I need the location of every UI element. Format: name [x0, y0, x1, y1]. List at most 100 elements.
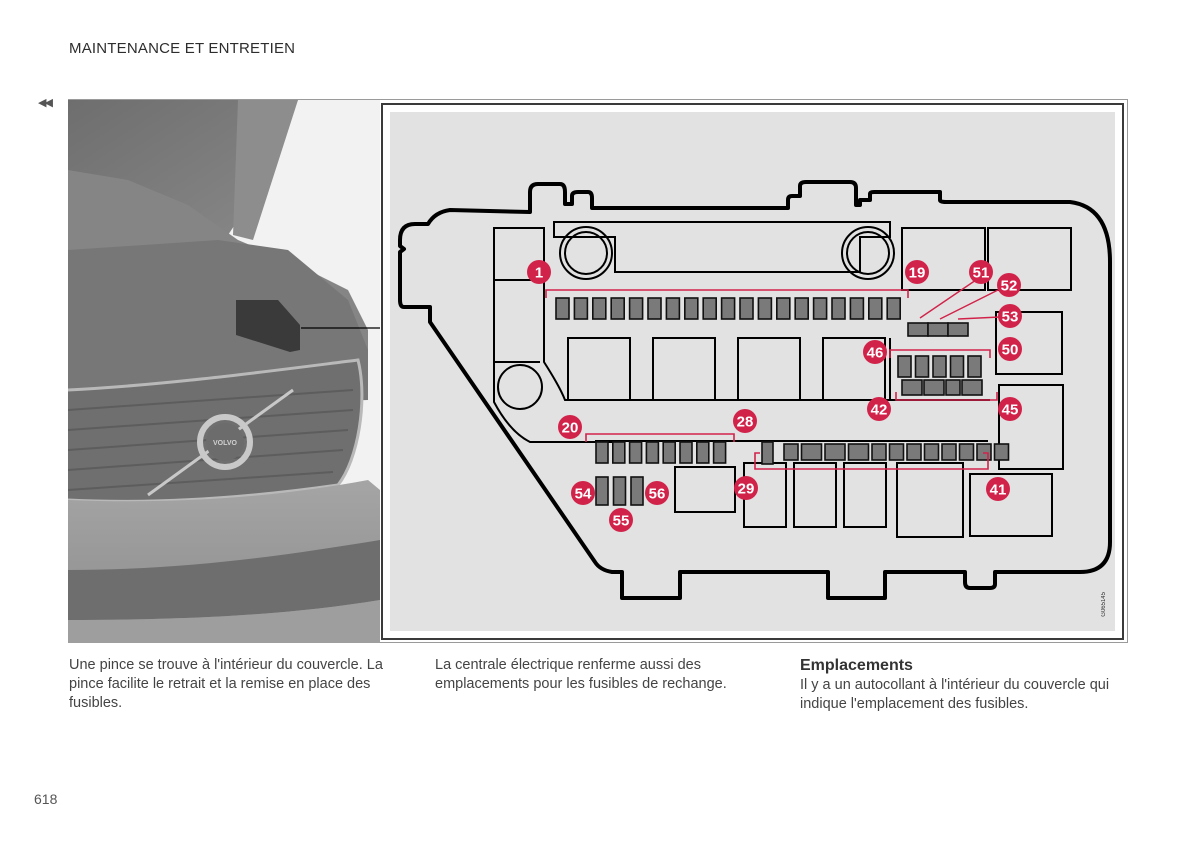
- page-number: 618: [34, 791, 58, 807]
- fuse-29: [761, 441, 774, 465]
- callout-circle: [986, 477, 1010, 501]
- double-left-arrow-icon[interactable]: ◀◀: [38, 97, 53, 109]
- fuse-30: [783, 443, 799, 461]
- fuse-49: [949, 355, 965, 378]
- fuse-45: [961, 379, 983, 396]
- fuse-14: [794, 297, 810, 320]
- callout-label: 45: [1002, 402, 1019, 419]
- volvo-logo-text: VOLVO: [213, 440, 238, 447]
- leader-line-51: [919, 279, 977, 319]
- callout-label: 46: [867, 345, 884, 362]
- fuse-box-diagram-frame: 1 19 51 52 53 46 50 42 45 20 28 29 41 54 55 56 G065145: [381, 103, 1124, 640]
- callout-label: 29: [738, 481, 755, 498]
- fuse-24: [662, 441, 677, 464]
- fuse-44: [945, 379, 961, 396]
- callout-41: 41: [986, 477, 1010, 501]
- figure: VOLVO: [68, 99, 1128, 643]
- fuse-19: [886, 297, 902, 320]
- callout-label: 54: [575, 486, 592, 503]
- callout-circle: [571, 481, 595, 505]
- fuse-38: [941, 443, 957, 461]
- callout-label: 55: [613, 513, 630, 530]
- fuse-26: [695, 441, 710, 464]
- callout-52: 52: [997, 273, 1021, 297]
- callout-circle: [733, 409, 757, 433]
- fuse-27: [712, 441, 727, 464]
- fuse-41: [993, 443, 1010, 461]
- text-column-1: Une pince se trouve à l'intérieur du cou…: [69, 657, 383, 711]
- fuse-52: [927, 322, 949, 337]
- callout-55: 55: [609, 508, 633, 532]
- bracket-42-45: [895, 392, 998, 401]
- callout-29: 29: [734, 476, 758, 500]
- fuse-50: [967, 355, 982, 378]
- callout-label: 41: [990, 482, 1007, 499]
- callout-label: 20: [562, 420, 579, 437]
- fuse-15: [812, 297, 828, 320]
- callout-label: 19: [909, 265, 926, 282]
- callout-circle: [997, 273, 1021, 297]
- callout-1: 1: [527, 260, 551, 284]
- callout-label: 1: [535, 265, 543, 282]
- callout-42: 42: [867, 397, 891, 421]
- callout-label: 42: [871, 402, 888, 419]
- fuse-12: [757, 297, 773, 320]
- callout-label: 50: [1002, 342, 1019, 359]
- callout-51: 51: [969, 260, 993, 284]
- callout-label: 56: [649, 486, 666, 503]
- callout-circle: [609, 508, 633, 532]
- fuse-11: [739, 297, 754, 320]
- fuse-2: [573, 297, 589, 320]
- fuse-box-diagram: 1 19 51 52 53 46 50 42 45 20 28 29 41 54 55 56 G065145: [390, 112, 1115, 631]
- callout-circle: [863, 340, 887, 364]
- callout-circle: [734, 476, 758, 500]
- section-header: MAINTENANCE ET ENTRETIEN: [69, 40, 296, 57]
- fuse-47: [914, 355, 930, 378]
- bracket-1-19: [545, 289, 909, 298]
- fuse-42: [901, 379, 923, 396]
- fuse-16: [831, 297, 846, 320]
- fuse-6: [647, 297, 662, 320]
- fuse-48: [932, 355, 947, 378]
- callout-circle: [998, 304, 1022, 328]
- fuse-46: [897, 355, 912, 378]
- text-column-2: La centrale électrique renferme aussi de…: [435, 657, 727, 692]
- emplacements-body: Il y a un autocollant à l'intérieur du c…: [800, 677, 1110, 712]
- bracket-20-28: [585, 433, 735, 442]
- callout-56: 56: [645, 481, 669, 505]
- fuse-51: [907, 322, 929, 337]
- callout-19: 19: [905, 260, 929, 284]
- leader-line-53: [957, 316, 1001, 320]
- fuse-56: [630, 476, 644, 506]
- fuse-1: [555, 297, 570, 320]
- fuse-box-svg: 1 19 51 52 53 46 50 42 45 20 28 29 41 54 55 56: [398, 180, 1112, 600]
- fuse-9: [702, 297, 718, 320]
- image-code: G065145: [1101, 592, 1107, 617]
- fuse-32: [824, 443, 846, 461]
- callout-50: 50: [998, 337, 1022, 361]
- callout-label: 52: [1001, 278, 1018, 295]
- callout-circle: [867, 397, 891, 421]
- callout-circle: [905, 260, 929, 284]
- callout-54: 54: [571, 481, 595, 505]
- fuse-37: [923, 443, 940, 461]
- callout-20: 20: [558, 415, 582, 439]
- fuse-18: [867, 297, 883, 320]
- callout-label: 28: [737, 414, 754, 431]
- fuse-39: [958, 443, 975, 461]
- fuse-25: [679, 441, 693, 464]
- callout-53: 53: [998, 304, 1022, 328]
- fuse-21: [612, 441, 626, 464]
- callout-circle: [998, 397, 1022, 421]
- fuse-22: [628, 441, 643, 464]
- callout-circle: [969, 260, 993, 284]
- fuse-17: [849, 297, 865, 320]
- fuse-33: [847, 443, 870, 461]
- fuse-43: [923, 379, 945, 396]
- fuse-8: [683, 297, 699, 320]
- callout-label: 53: [1002, 309, 1019, 326]
- fuse-5: [628, 297, 644, 320]
- leader-line-52: [939, 289, 999, 320]
- bracket-29-41: [754, 452, 989, 470]
- fuse-10: [720, 297, 736, 320]
